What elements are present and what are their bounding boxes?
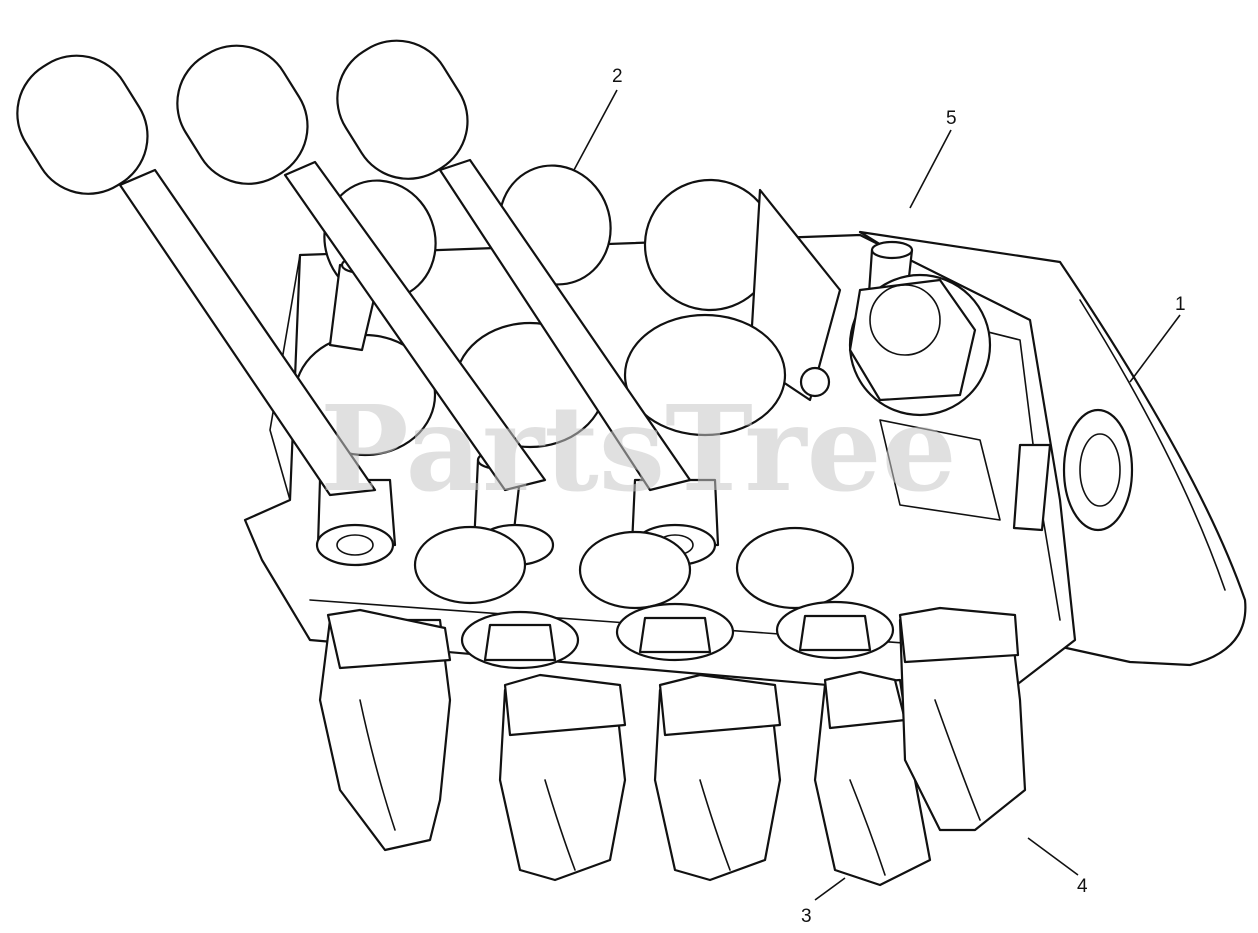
watermark: PartsTree bbox=[320, 379, 957, 518]
callout-1: 1 bbox=[1175, 294, 1186, 315]
mounting-plate bbox=[858, 230, 1247, 667]
callout-leaders bbox=[573, 89, 1181, 901]
control-handles bbox=[16, 39, 692, 497]
handle-sleeves bbox=[315, 478, 855, 610]
side-bolt bbox=[1062, 408, 1134, 532]
callout-5: 5 bbox=[946, 108, 957, 129]
port-nuts bbox=[460, 600, 895, 670]
callout-3: 3 bbox=[801, 906, 812, 927]
elbow-fittings bbox=[318, 606, 1027, 887]
relief-fitting bbox=[848, 273, 992, 417]
callout-2: 2 bbox=[612, 66, 623, 87]
callout-4: 4 bbox=[1077, 876, 1088, 897]
